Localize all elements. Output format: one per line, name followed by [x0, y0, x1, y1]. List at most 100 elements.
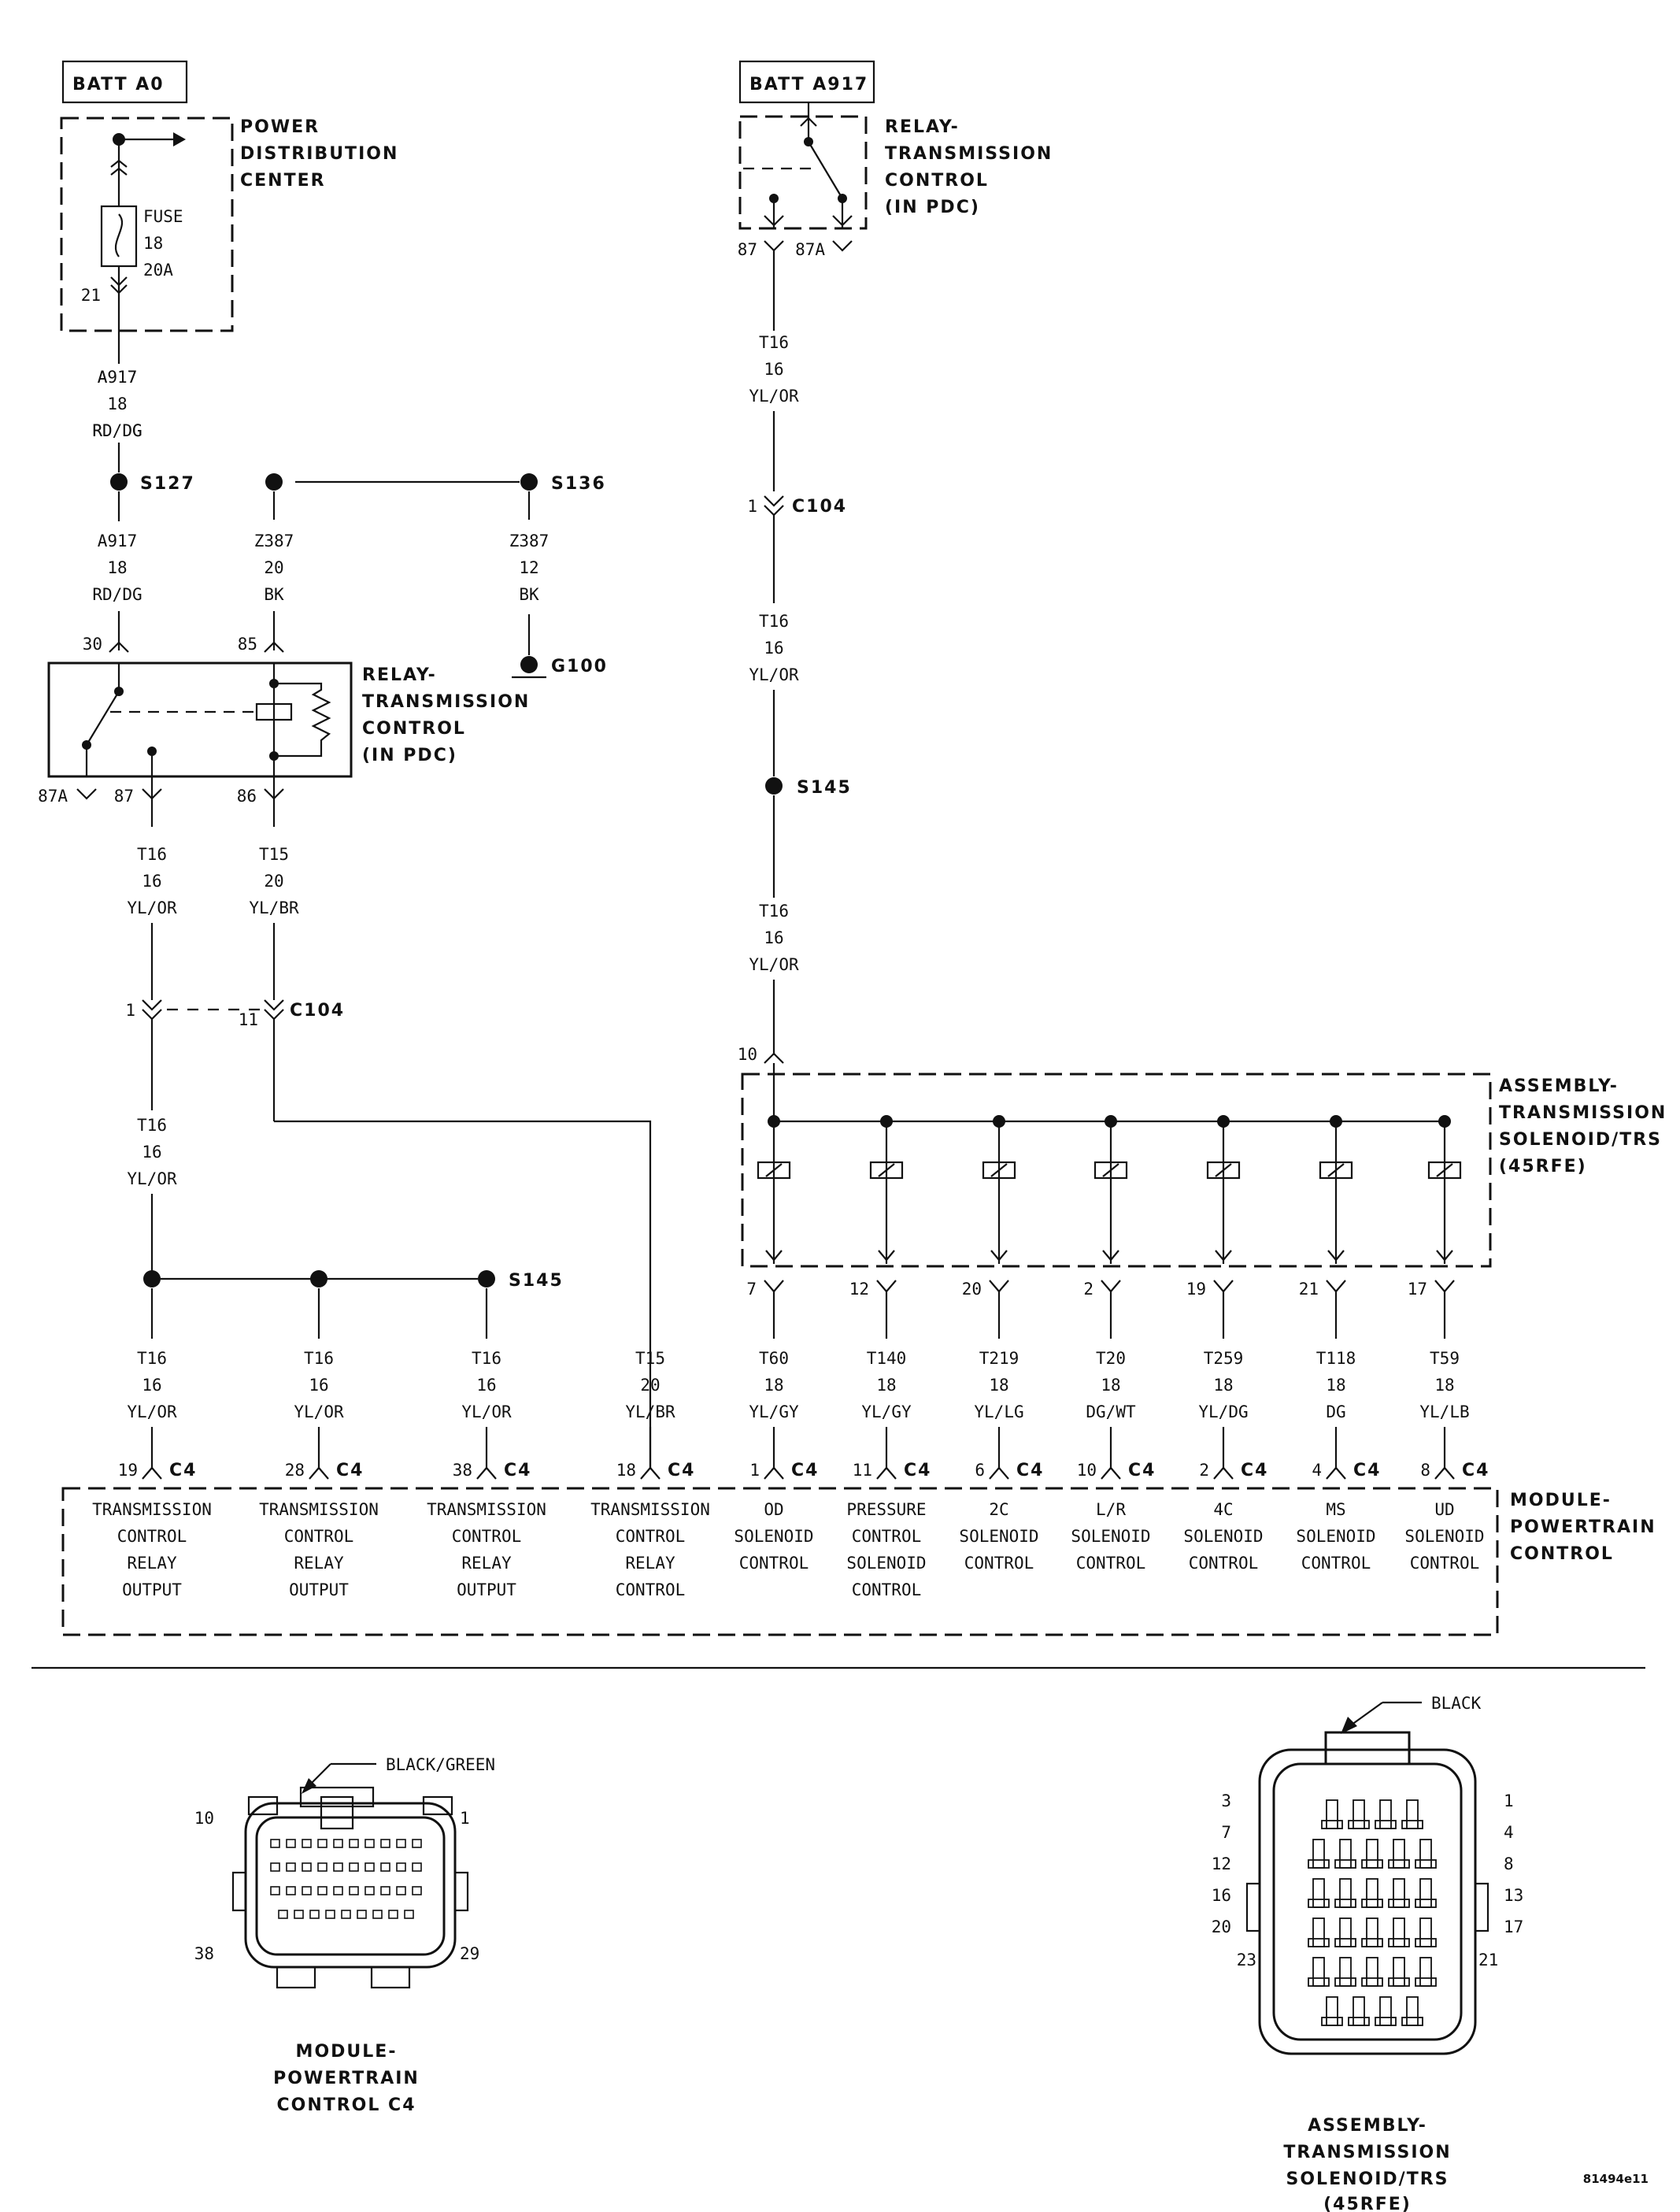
- pin-cavity: [396, 1886, 406, 1895]
- wire-gauge: 18: [1434, 1376, 1454, 1395]
- connector-icon: [1213, 1280, 1234, 1293]
- pdc-box: [60, 117, 234, 332]
- pin-cavity: [294, 1910, 304, 1919]
- connector-icon: [989, 1280, 1009, 1293]
- c104-pin-1: 1: [125, 1001, 135, 1020]
- wire-t16-color: YL/OR: [749, 955, 799, 974]
- terminal-cavity: [1312, 1839, 1325, 1869]
- relay-left-label-3: CONTROL: [362, 719, 466, 739]
- batt-a0-box: [61, 60, 188, 104]
- splice-s136-label: S136: [551, 474, 606, 494]
- connector-icon: [264, 641, 284, 653]
- c4-label: C4: [336, 1461, 364, 1480]
- pcm-function-label: SOLENOID: [1183, 1527, 1263, 1546]
- wire-color: YL/LG: [974, 1402, 1023, 1421]
- arrow-icon: [765, 1250, 783, 1262]
- solenoid-icon: [1319, 1161, 1353, 1180]
- wire-gauge: 18: [989, 1376, 1008, 1395]
- relay-left-label-2: TRANSMISSION: [362, 692, 530, 712]
- c4-pin-10: 10: [194, 1809, 214, 1828]
- c104-right-label: C104: [792, 497, 847, 517]
- pcm-function-label: RELAY: [625, 1554, 675, 1573]
- terminal-cavity: [1419, 1878, 1432, 1908]
- pin-cavity: [270, 1839, 280, 1848]
- wire-color: YL/OR: [461, 1402, 512, 1421]
- batt-a917-box: [738, 60, 875, 104]
- ground-g100-label: G100: [551, 657, 608, 676]
- connector-icon: [876, 1466, 897, 1480]
- pdc-label-3: CENTER: [240, 171, 326, 191]
- c4-pin-38: 38: [194, 1944, 214, 1963]
- relay-pin-87: 87: [114, 787, 134, 806]
- arrow-icon: [1102, 1250, 1119, 1262]
- solenoid-pin: 20: [962, 1280, 982, 1299]
- connector-icon: [109, 641, 129, 653]
- connector-icon: [309, 1466, 329, 1480]
- connector-icon: [989, 1466, 1009, 1480]
- trs-color-label: BLACK: [1431, 1694, 1482, 1713]
- splice-s145-label: S145: [797, 778, 852, 798]
- assembly-box: [741, 1073, 1492, 1268]
- c4-pin: 4: [1312, 1461, 1322, 1480]
- connector-icon: [1101, 1280, 1121, 1293]
- c4-caption-1: MODULE-: [296, 2042, 398, 2062]
- c4-label: C4: [169, 1461, 197, 1480]
- c4-label: C4: [791, 1461, 819, 1480]
- wire-t16-color: YL/OR: [749, 665, 799, 684]
- pin-cavity: [341, 1910, 351, 1919]
- solenoid-icon: [1093, 1161, 1128, 1180]
- wire-t16-gauge: 16: [764, 360, 783, 379]
- wire-a917-mid-gauge: 18: [107, 558, 127, 577]
- connector-icon: [1213, 1466, 1234, 1480]
- solenoid-icon: [1427, 1161, 1462, 1180]
- trs-pin-label: 21: [1478, 1951, 1498, 1969]
- fuse-size: 18: [143, 234, 163, 253]
- terminal-cavity: [1312, 1957, 1325, 1987]
- wire-circuit: T219: [979, 1349, 1019, 1368]
- pcm-function-label: TRANSMISSION: [590, 1500, 710, 1519]
- wire-circuit: T118: [1316, 1349, 1356, 1368]
- arrow-icon: [173, 132, 186, 146]
- terminal-cavity: [1339, 1839, 1352, 1869]
- wire-circuit: T259: [1204, 1349, 1244, 1368]
- pin-cavity: [333, 1886, 343, 1895]
- svg-text:18: 18: [107, 395, 127, 413]
- wire-circuit: T20: [1096, 1349, 1126, 1368]
- pcm-function-label: 2C: [989, 1500, 1008, 1519]
- relay-right-label-3: CONTROL: [885, 171, 989, 191]
- pdc-label-1: POWER: [240, 117, 320, 137]
- c4-pin-29: 29: [460, 1944, 479, 1963]
- pcm-box: [61, 1487, 1499, 1636]
- pcm-function-label: CONTROL: [964, 1554, 1034, 1573]
- pcm-function-label: SOLENOID: [1071, 1527, 1150, 1546]
- wire-color: YL/DG: [1198, 1402, 1248, 1421]
- terminal-cavity: [1419, 1917, 1432, 1947]
- pcm-function-label: UD: [1434, 1500, 1454, 1519]
- arrow-icon: [990, 1250, 1008, 1262]
- terminal-cavity: [1326, 1799, 1338, 1829]
- wire-color: YL/OR: [294, 1402, 344, 1421]
- assembly-label-3: SOLENOID/TRS: [1499, 1130, 1662, 1150]
- svg-text:RD/DG: RD/DG: [92, 421, 142, 440]
- wire-gauge: 20: [640, 1376, 660, 1395]
- connector-icon: [832, 240, 853, 252]
- terminal-cavity: [1312, 1917, 1325, 1947]
- pin-cavity: [302, 1886, 312, 1895]
- trs-pin-label: 4: [1504, 1823, 1514, 1842]
- connector-icon: [764, 1052, 784, 1064]
- c104-right-pin-1: 1: [747, 497, 757, 516]
- trs-pin-label: 13: [1504, 1886, 1523, 1905]
- relay-pin-87a: 87A: [38, 787, 68, 806]
- pcm-function-label: CONTROL: [852, 1527, 922, 1546]
- connector-icon: [142, 999, 162, 1021]
- wire-t16-circuit: T16: [759, 612, 789, 631]
- pin-cavity: [388, 1910, 398, 1919]
- wire-t16-color: YL/OR: [127, 1169, 177, 1188]
- terminal-cavity: [1393, 1878, 1405, 1908]
- assembly-label-4: (45RFE): [1499, 1157, 1587, 1176]
- solenoid-pin: 12: [849, 1280, 869, 1299]
- connector-icon: [640, 1466, 661, 1480]
- pin-cavity: [317, 1862, 327, 1872]
- terminal-cavity: [1419, 1957, 1432, 1987]
